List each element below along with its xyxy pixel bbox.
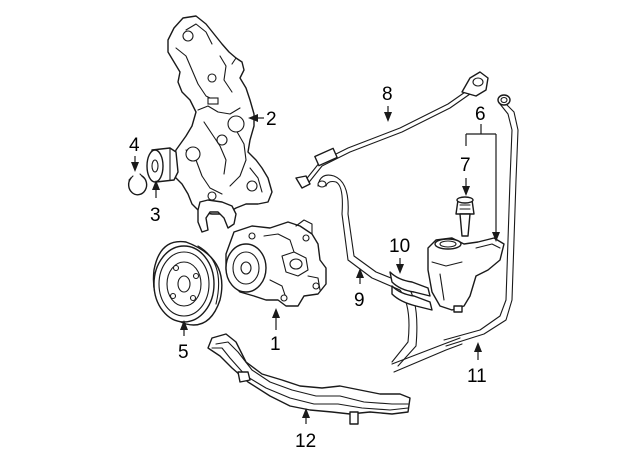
snap-ring[interactable] xyxy=(127,173,148,196)
mounting-bracket[interactable] xyxy=(167,15,273,233)
callout-10-arrow xyxy=(396,264,404,274)
callout-12: 12 xyxy=(295,431,316,452)
callout-5: 5 xyxy=(178,342,189,363)
callout-12-arrow xyxy=(302,408,310,418)
callout-8-arrow xyxy=(384,112,392,122)
callout-3-arrow xyxy=(152,180,160,190)
callout-4: 4 xyxy=(129,135,140,156)
callout-2: 2 xyxy=(266,109,277,130)
suction-hose[interactable] xyxy=(317,174,463,373)
callout-11: 11 xyxy=(467,366,487,387)
pressure-line[interactable] xyxy=(295,71,489,189)
callout-2-arrow xyxy=(248,114,258,122)
bushing[interactable] xyxy=(146,147,179,183)
cooler-line[interactable] xyxy=(207,333,411,425)
callout-1: 1 xyxy=(270,334,281,355)
callout-1-arrow xyxy=(272,308,280,318)
callout-10: 10 xyxy=(389,236,410,257)
callout-6-arrow xyxy=(492,232,500,242)
callout-11-arrow xyxy=(474,342,482,352)
callout-5-arrow xyxy=(180,320,188,330)
callout-9-arrow xyxy=(356,268,364,278)
callout-3: 3 xyxy=(150,205,161,226)
power-steering-pump[interactable] xyxy=(225,219,327,307)
return-line[interactable] xyxy=(443,94,519,347)
callout-6: 6 xyxy=(475,104,486,125)
callout-8: 8 xyxy=(382,84,393,105)
pulley[interactable] xyxy=(152,240,223,326)
callout-4-arrow xyxy=(131,162,139,172)
callout-7: 7 xyxy=(460,155,471,176)
callout-7-arrow xyxy=(462,186,470,196)
callout-9: 9 xyxy=(354,290,365,311)
fluid-reservoir[interactable] xyxy=(427,237,505,313)
hose-clamps[interactable] xyxy=(389,271,433,311)
reservoir-cap[interactable] xyxy=(455,196,475,237)
